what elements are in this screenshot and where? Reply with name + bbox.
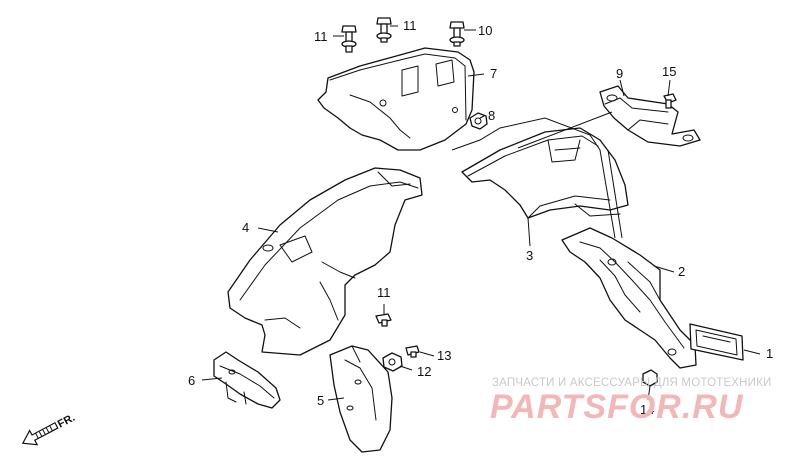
callout-11-lower: 11 — [377, 285, 391, 300]
callout-12: 12 — [417, 364, 431, 379]
callout-6: 6 — [188, 373, 195, 388]
callout-10: 10 — [478, 23, 492, 38]
callout-2: 2 — [678, 264, 685, 279]
part-1-reflector — [689, 323, 744, 361]
front-label: FR. — [56, 412, 77, 431]
watermark: ЗАПЧАСТИ И АКСЕССУАРЫ ДЛЯ МОТОТЕХНИКИ PA… — [490, 377, 772, 426]
callout-numbers: 1 2 3 4 5 6 7 8 9 10 11 11 11 12 13 14 1… — [188, 18, 773, 417]
leader-lines — [201, 25, 761, 401]
callout-15: 15 — [662, 64, 676, 79]
callout-11-left: 11 — [314, 29, 328, 44]
front-arrow-icon — [21, 421, 59, 446]
callout-13: 13 — [437, 348, 451, 363]
nut-8 — [469, 112, 488, 130]
part-9-bracket — [599, 85, 701, 147]
part-6-lower-bracket — [213, 351, 281, 409]
callout-5: 5 — [317, 393, 324, 408]
part-7-tray — [317, 47, 475, 151]
part-3-mudguard-upper — [461, 127, 629, 219]
bolt-11-left — [341, 25, 357, 53]
part-4-rear-fender — [227, 167, 423, 356]
bolt-11-lower — [375, 313, 392, 327]
part-2-license-bracket — [561, 227, 697, 369]
bolt-10 — [449, 21, 465, 47]
part-5-splash-guard — [329, 345, 393, 453]
callout-1: 1 — [766, 346, 773, 361]
watermark-tagline: ЗАПЧАСТИ И АКСЕССУАРЫ ДЛЯ МОТОТЕХНИКИ — [492, 377, 772, 389]
callout-11-center: 11 — [403, 18, 417, 33]
nut-12 — [382, 352, 403, 372]
watermark-logo: PARTSFOR.RU — [490, 388, 744, 426]
front-direction-marker: FR. — [21, 412, 77, 446]
bolt-11-center — [376, 17, 392, 43]
bolt-13 — [405, 345, 420, 358]
callout-4: 4 — [242, 220, 249, 235]
bolt-15 — [663, 93, 677, 109]
callout-7: 7 — [490, 66, 497, 81]
callout-8: 8 — [488, 108, 495, 123]
callout-3: 3 — [526, 248, 533, 263]
nut-14 — [642, 369, 658, 387]
callout-9: 9 — [616, 66, 623, 81]
callout-14: 14 — [640, 402, 654, 417]
